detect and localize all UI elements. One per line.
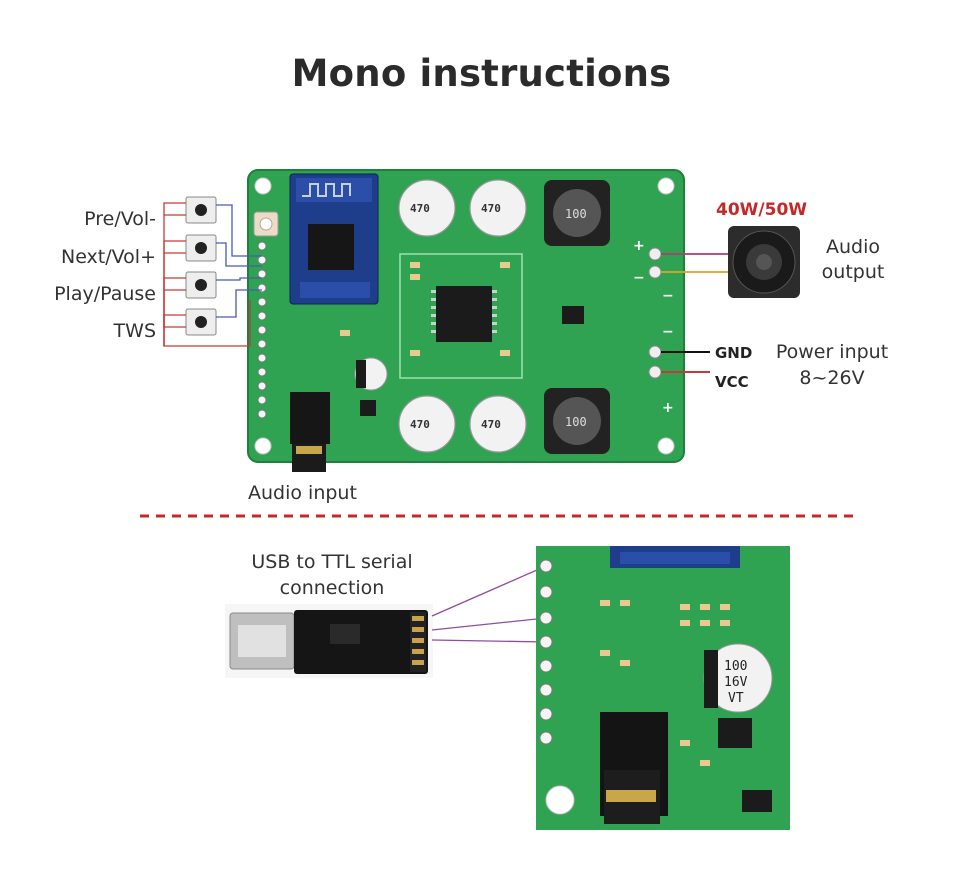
svg-text:+: +: [633, 238, 645, 254]
svg-text:−: −: [633, 270, 645, 286]
audio-input-label: Audio input: [248, 482, 357, 504]
speaker-wattage: 40W/50W: [716, 200, 808, 220]
button-label-play-pause: Play/Pause: [54, 283, 156, 305]
pcb-closeup: 100 16V VT: [536, 546, 790, 830]
audio-output-label-line2: output: [821, 261, 885, 283]
button-label-tws: TWS: [113, 320, 156, 342]
svg-text:−: −: [662, 288, 674, 304]
power-input-label-line2: 8~26V: [799, 367, 865, 389]
svg-text:470: 470: [410, 202, 430, 215]
usb-ttl-label-line1: USB to TTL serial: [251, 551, 413, 573]
svg-text:100: 100: [565, 415, 587, 429]
svg-text:−: −: [662, 324, 674, 340]
svg-text:470: 470: [481, 418, 501, 431]
svg-text:100: 100: [724, 659, 747, 674]
button-label-prev-vol: Pre/Vol-: [84, 208, 156, 230]
page-title: Mono instructions: [291, 52, 672, 95]
svg-text:16V: 16V: [724, 675, 748, 690]
vcc-label: VCC: [715, 373, 749, 391]
speaker: [661, 226, 800, 298]
svg-text:100: 100: [565, 207, 587, 221]
main-pcb: 470 470 470 470 100 100 + − − + −: [247, 169, 685, 472]
audio-output-label-line1: Audio: [825, 236, 880, 258]
svg-text:+: +: [662, 400, 674, 416]
gnd-label: GND: [715, 344, 753, 362]
svg-text:470: 470: [410, 418, 430, 431]
usb-ttl-module: [225, 604, 433, 678]
tactile-buttons: [163, 196, 262, 347]
power-input-label-line1: Power input: [775, 341, 889, 363]
svg-text:VT: VT: [728, 691, 744, 706]
button-label-next-vol: Next/Vol+: [60, 246, 156, 268]
svg-text:470: 470: [481, 202, 501, 215]
usb-ttl-label-line2: connection: [279, 577, 385, 599]
